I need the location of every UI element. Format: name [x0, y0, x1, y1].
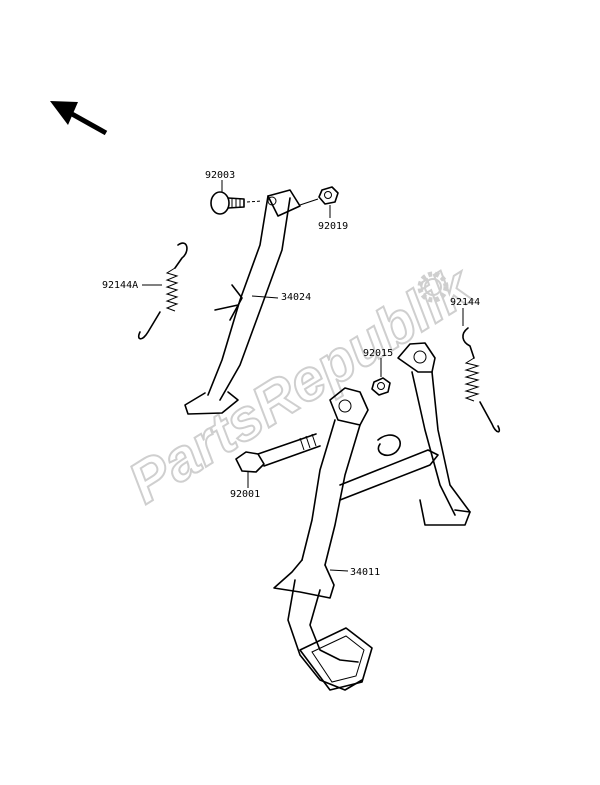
bolt-92003: [210, 180, 263, 215]
watermark-gear-icon: [417, 271, 449, 303]
nut-92015: [371, 358, 391, 396]
nut-92019: [299, 186, 339, 218]
direction-arrow-icon: [50, 101, 108, 136]
label-92144: 92144: [450, 297, 480, 308]
label-92019: 92019: [318, 221, 348, 232]
bolt-92001: [235, 433, 321, 488]
side-stand-34024: [184, 189, 301, 415]
label-34024: 34024: [281, 292, 311, 303]
label-92003: 92003: [205, 170, 235, 181]
spring-92144: [462, 308, 501, 433]
label-34011: 34011: [350, 567, 380, 578]
label-92001: 92001: [230, 489, 260, 500]
center-stand-34011: [273, 342, 471, 691]
spring-92144A: [137, 242, 188, 340]
label-92015: 92015: [363, 348, 393, 359]
label-92144A: 92144A: [102, 280, 138, 291]
part-labels: 92003 92019 92144A 34024 92144 92015 920…: [102, 170, 480, 578]
